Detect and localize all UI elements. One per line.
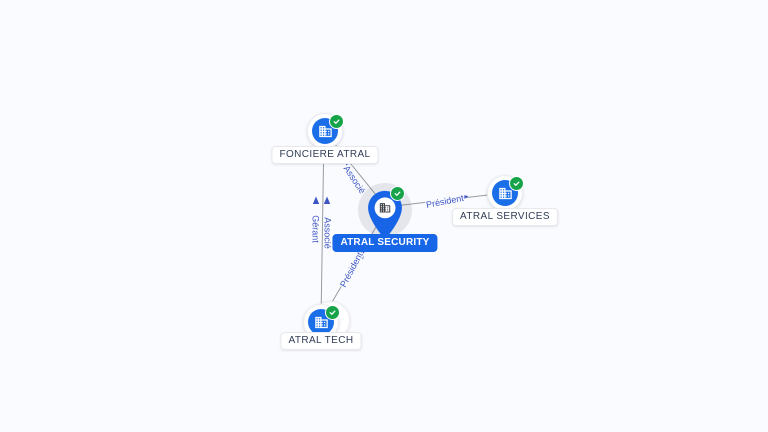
check-icon — [394, 191, 400, 196]
edge-arrow-icon — [460, 194, 469, 201]
building-icon — [498, 187, 512, 199]
edge-role-label: Gérant — [311, 215, 321, 243]
verified-badge — [508, 175, 524, 191]
edge-line — [385, 192, 506, 208]
building-icon — [314, 316, 328, 328]
edge-arrow-icon — [323, 196, 331, 204]
edge-role-label: Président — [338, 250, 365, 289]
check-icon — [513, 181, 519, 186]
company-label-atral-security[interactable]: ATRAL SECURITY — [332, 234, 438, 252]
company-label-fonciere-atral[interactable]: FONCIERE ATRAL — [271, 146, 379, 164]
check-icon — [333, 119, 339, 124]
company-label-atral-services[interactable]: ATRAL SERVICES — [452, 208, 558, 226]
node-ring — [487, 175, 523, 211]
verified-badge — [328, 113, 344, 129]
edge-arrow-icon — [357, 251, 365, 260]
edge-role-label: Associé — [323, 217, 333, 249]
check-icon — [329, 310, 335, 315]
edge-arrow-icon — [312, 196, 320, 204]
verified-badge — [389, 185, 405, 201]
verified-badge — [324, 304, 340, 320]
building-icon — [318, 125, 332, 137]
company-label-atral-tech[interactable]: ATRAL TECH — [280, 332, 362, 350]
company-avatar — [312, 118, 338, 144]
